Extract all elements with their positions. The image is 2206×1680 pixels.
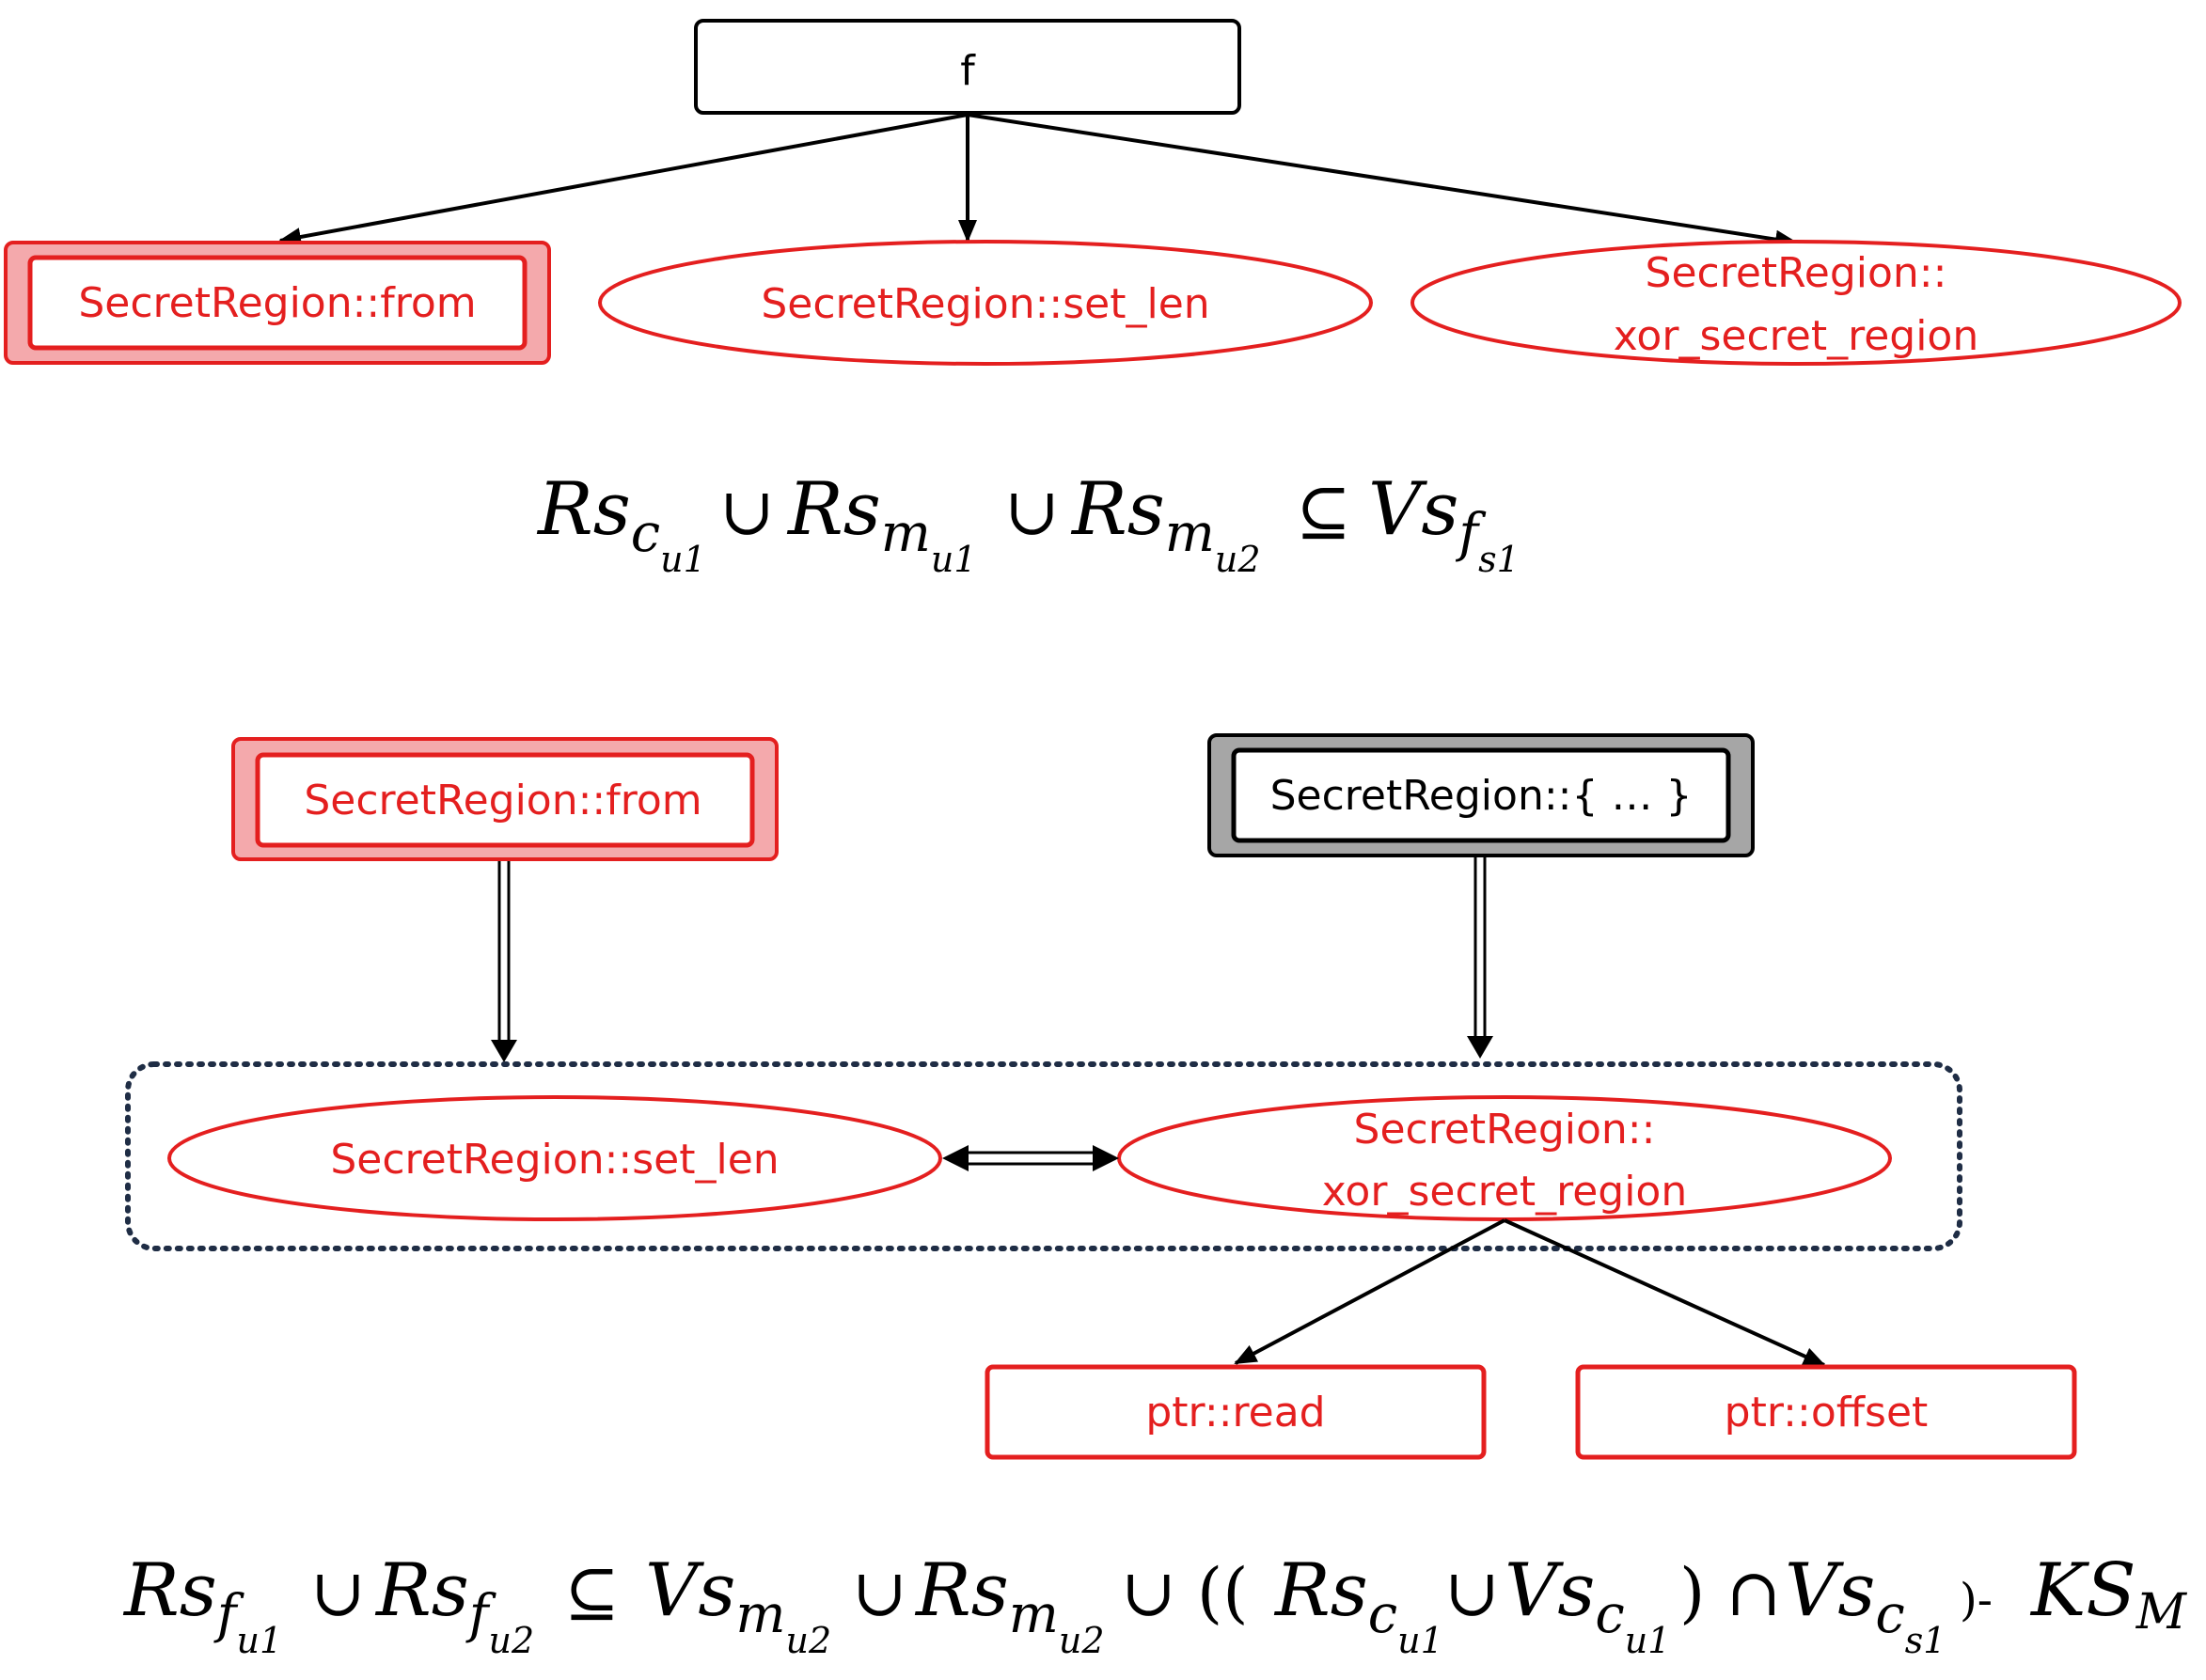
bottom-from-inner-box	[255, 752, 755, 848]
f2-term-b: Rsfu2	[374, 1548, 534, 1661]
root-node-label: f	[960, 47, 976, 95]
bottom-set-len-label: SecretRegion::set_len	[330, 1136, 779, 1184]
edge-xor-to-offset	[1504, 1218, 1826, 1367]
f2-term-k: KSM	[2029, 1548, 2188, 1641]
f2-term-h: Vscs1	[1785, 1548, 1946, 1661]
top-xor-ellipse	[1410, 240, 2182, 366]
f2-term-e: Rscu1	[1273, 1548, 1443, 1661]
f2-op-4: ∪ ((	[1121, 1554, 1249, 1631]
top-from-label: SecretRegion::from	[78, 279, 476, 327]
bottom-set-len-ellipse	[167, 1095, 942, 1221]
cluster-box	[125, 1061, 1962, 1251]
group-inner-box	[1231, 747, 1731, 843]
top-xor-label-line2: xor_secret_region	[1614, 312, 1978, 360]
ptr-read-label: ptr::read	[1145, 1389, 1325, 1437]
top-set-len-label: SecretRegion::set_len	[761, 280, 1209, 328]
bottom-from-label: SecretRegion::from	[304, 777, 701, 824]
f1-term-2: Rsmu1	[786, 467, 977, 580]
edge-xor-to-read	[1234, 1218, 1505, 1365]
f2-op-1: ∪	[310, 1554, 366, 1631]
edge-from-to-cluster-head	[491, 1040, 517, 1062]
f2-op-6: ) ∩	[1679, 1554, 1781, 1631]
f2-op-3: ∪	[852, 1554, 907, 1631]
ptr-offset-label: ptr::offset	[1725, 1389, 1929, 1437]
edge-group-to-cluster-head	[1467, 1036, 1493, 1059]
f1-term-1: Rscu1	[536, 467, 706, 580]
edge-f-to-from	[278, 113, 969, 246]
f1-op-2: ∪	[1004, 473, 1060, 550]
f2-op-2: ⊆	[564, 1554, 620, 1631]
top-tree: f SecretRegion::from SecretRegion::set_l…	[4, 19, 2182, 366]
edge-f-to-xor	[967, 113, 1798, 249]
f1-op-3: ⊆	[1296, 473, 1351, 550]
f1-op-1: ∪	[719, 473, 775, 550]
top-set-len-ellipse	[598, 240, 1373, 366]
f1-term-3: Rsmu2	[1070, 467, 1261, 580]
f2-term-g: Vscu1	[1505, 1548, 1670, 1661]
f2-term-a: Rsfu1	[122, 1548, 282, 1661]
bottom-xor-label-line1: SecretRegion::	[1354, 1106, 1656, 1154]
top-xor-label-line1: SecretRegion::	[1646, 249, 1947, 297]
f2-term-c: Vsmu2	[645, 1548, 831, 1661]
formula-2: Rsfu1 ∪ Rsfu2 ⊆ Vsmu2 ∪ Rsmu2 ∪ (( Rscu1…	[122, 1548, 2188, 1661]
ptr-offset-box	[1575, 1364, 2077, 1460]
f2-op-7: )-	[1960, 1574, 1993, 1626]
ptr-read-box	[985, 1364, 1487, 1460]
bottom-xor-label-line2: xor_secret_region	[1322, 1168, 1687, 1216]
f1-term-4: Vsfs1	[1368, 467, 1520, 580]
f2-term-d: Rsmu2	[914, 1548, 1105, 1661]
bidir-edge-right-head	[1093, 1145, 1119, 1171]
group-label: SecretRegion::{ … }	[1270, 772, 1693, 820]
formula-1: Rscu1 ∪ Rsmu1 ∪ Rsmu2 ⊆ Vsfs1	[536, 467, 1520, 580]
root-node-f	[694, 19, 1241, 115]
top-from-inner-box	[27, 255, 528, 351]
bottom-graph: SecretRegion::from SecretRegion::{ … } S…	[125, 733, 2077, 1460]
f2-op-5: ∪	[1444, 1554, 1500, 1631]
bidir-edge-left-head	[942, 1145, 969, 1171]
